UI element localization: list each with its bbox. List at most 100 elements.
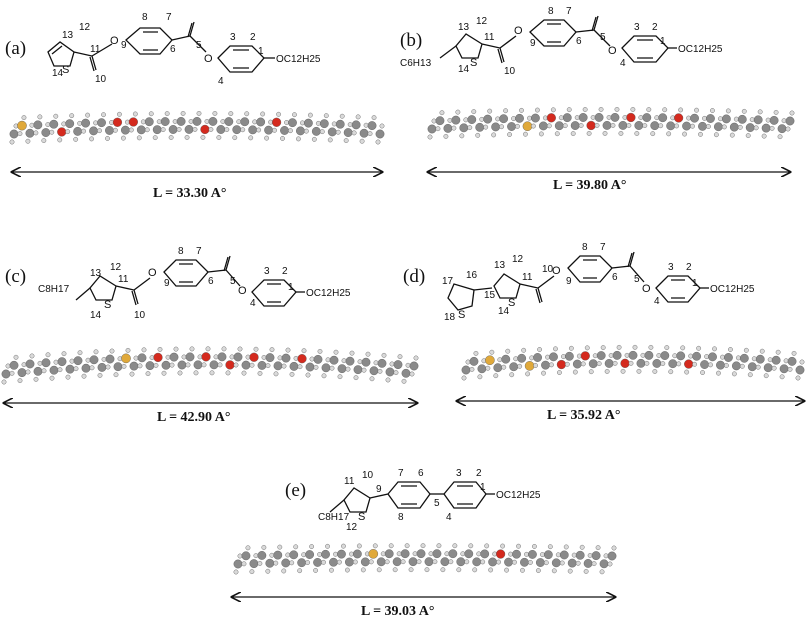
hydrogen-atom [512,559,517,565]
carbon-atom-ball [193,360,203,370]
hydrogen-atom [25,369,31,375]
carbon-atom-ball [9,129,19,139]
oxygen-atom-ball [297,354,307,364]
hydrogen-atom [65,129,71,135]
svg-text:13: 13 [62,30,74,41]
hydrogen-atom [721,124,727,130]
carbon-atom-ball [360,557,370,567]
hydrogen-atom [499,124,504,130]
carbon-atom-ball [594,113,604,122]
carbon-atom-ball [745,123,755,132]
oxygen-b2: O [608,45,617,57]
carbon-atom-ball [319,119,329,129]
hydrogen-atom [241,370,247,376]
carbon-atom-ball [313,558,322,567]
hydrogen-atom [590,115,596,120]
carbon-atom-ball [443,123,453,133]
hydrogen-atom [455,109,461,115]
carbon-atom-ball [575,550,585,560]
hydrogen-atom [69,358,75,364]
hydrogen-atom [688,353,694,359]
hydrogen-atom [397,354,403,360]
oxygen-atom-ball [112,117,123,127]
hydrogen-atom [555,552,561,558]
hydrogen-atom [176,127,182,132]
svg-text:11: 11 [522,272,533,283]
svg-text:18: 18 [444,312,456,323]
svg-text:2: 2 [686,262,692,273]
sulfur-atom-ball [524,361,535,371]
carbon-atom-ball [217,352,227,362]
chain-label-a: OC12H25 [276,54,321,65]
carbon-atom-ball [427,124,437,134]
hydrogen-atom [335,129,341,135]
hydrogen-atom [253,553,259,559]
hydrogen-atom [301,552,307,558]
carbon-atom-ball [367,121,377,131]
hydrogen-atom [317,552,322,557]
hydrogen-atom [177,370,183,376]
hydrogen-atom [676,361,682,367]
carbon-atom-ball [105,354,115,364]
carbon-atom-ball [507,122,516,131]
carbon-atom-ball [89,355,99,365]
hydrogen-atom [567,568,573,574]
carbon-atom-ball [273,550,283,560]
ball-model-d [461,344,805,381]
hydrogen-atom [315,120,321,126]
hydrogen-atom [533,363,538,368]
hydrogen-atom [140,119,146,125]
hydrogen-atom [97,128,102,134]
carbon-atom-ball [583,559,593,568]
oxygen-d2: O [642,283,651,295]
chain-label-c: OC12H25 [306,288,351,299]
hydrogen-atom [749,117,755,122]
hydrogen-atom [799,359,805,365]
hydrogen-atom [460,551,466,557]
hydrogen-atom [428,551,434,557]
hydrogen-atom [493,373,499,379]
svg-text:3: 3 [456,468,462,479]
hydrogen-atom [285,347,291,353]
hydrogen-atom [611,545,617,551]
oxygen-b1: O [514,25,523,37]
hydrogen-atom [49,375,55,381]
hydrogen-atom [256,127,262,133]
hydrogen-atom [787,366,793,372]
carbon-atom-ball [777,124,787,134]
carbon-atom-ball [464,549,474,559]
hydrogen-atom [712,346,717,352]
carbon-atom-ball [724,353,733,362]
hydrogen-atom [574,115,580,120]
carbon-atom-ball [533,353,542,362]
svg-text:13: 13 [494,260,506,271]
hydrogen-atom [684,369,690,375]
carbon-atom-ball [461,365,471,375]
oxygen-atom-ball [271,117,282,127]
carbon-atom-ball [706,114,715,123]
hydrogen-atom [261,545,267,550]
carbon-atom-ball [432,549,442,559]
length-label-b: L = 39.80 A° [553,178,627,193]
hydrogen-atom [300,120,305,126]
oxygen-atom-ball [201,352,211,362]
hydrogen-atom [1,379,7,385]
svg-text:5: 5 [196,40,202,51]
hydrogen-atom [603,553,609,559]
hydrogen-atom [405,362,411,368]
hydrogen-atom [65,374,71,380]
hydrogen-atom [297,568,303,574]
hydrogen-atom [529,355,535,361]
hydrogen-atom [759,348,765,354]
carbon-atom-ball [257,361,267,370]
hydrogen-atom [249,362,255,368]
hydrogen-atom [546,123,552,129]
oxygen-atom-ball [556,359,567,370]
hydrogen-atom [465,359,471,365]
hydrogen-atom [201,362,207,368]
hydrogen-atom [232,135,238,141]
hydrogen-atom [249,569,255,575]
hydrogen-atom [216,135,222,140]
hydrogen-atom [412,551,418,557]
